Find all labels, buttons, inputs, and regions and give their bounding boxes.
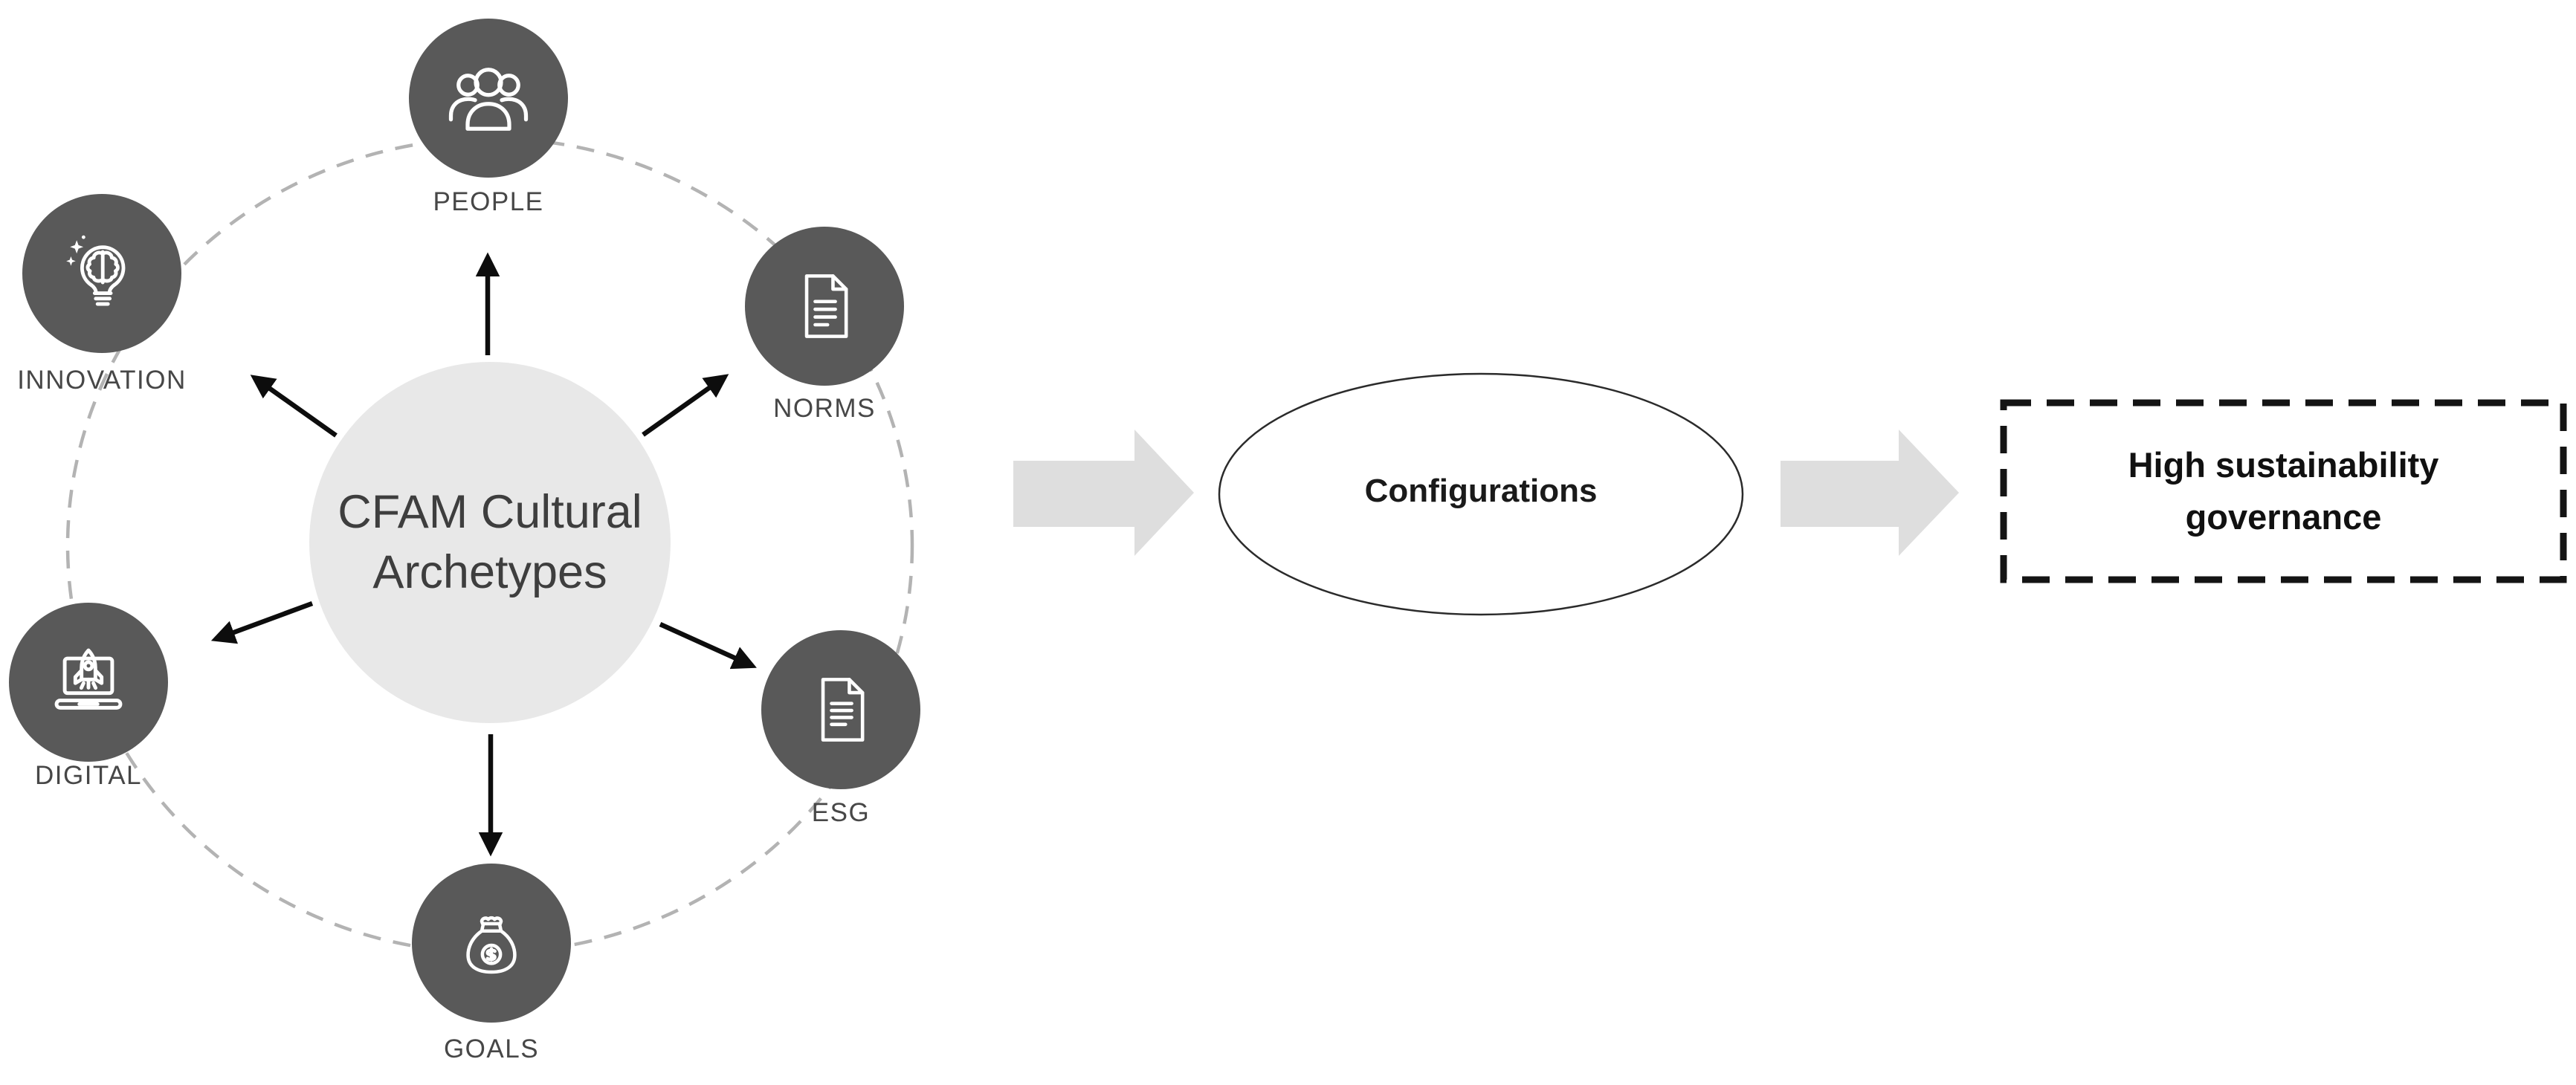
outcome-line2: governance: [2185, 497, 2382, 537]
node-label-esg: ESG: [811, 798, 871, 827]
node-label-norms: NORMS: [773, 394, 876, 423]
outcome-line1: High sustainability: [2128, 444, 2439, 485]
node-goals: [412, 864, 571, 1023]
node-innovation: [22, 194, 181, 353]
arrow-to-esg: [659, 622, 757, 670]
node-label-innovation: INNOVATION: [17, 366, 187, 395]
node-norms: [745, 227, 904, 386]
outcome-dashed-box: [2000, 399, 2567, 583]
node-digital: [9, 603, 168, 762]
node-label-people: PEOPLE: [433, 187, 544, 216]
block-arrow-left: [1013, 430, 1194, 556]
people-group-icon: [448, 68, 529, 131]
arrow-to-norms: [642, 374, 729, 437]
document-icon: [804, 274, 848, 338]
configurations-label: Configurations: [1364, 473, 1598, 509]
block-arrow-right: [1781, 430, 1959, 556]
configurations-ellipse: [1218, 372, 1744, 616]
arrow-to-innovation: [250, 375, 338, 438]
node-people: [409, 19, 568, 178]
money-bag-icon: [466, 916, 517, 974]
node-label-digital: DIGITAL: [34, 761, 143, 790]
center-title-line1: CFAM Cultural: [338, 486, 642, 539]
node-esg: [761, 630, 920, 789]
center-title-line2: Archetypes: [372, 546, 607, 598]
brain-bulb-icon: [66, 235, 126, 306]
arrow-to-digital: [210, 600, 314, 644]
laptop-rocket-icon: [54, 648, 123, 710]
document-icon: [821, 678, 865, 742]
outcome-label: High sustainability governance: [2004, 403, 2563, 580]
node-label-goals: GOALS: [443, 1034, 540, 1063]
center-archetypes-circle: CFAM Cultural Archetypes: [309, 362, 671, 723]
